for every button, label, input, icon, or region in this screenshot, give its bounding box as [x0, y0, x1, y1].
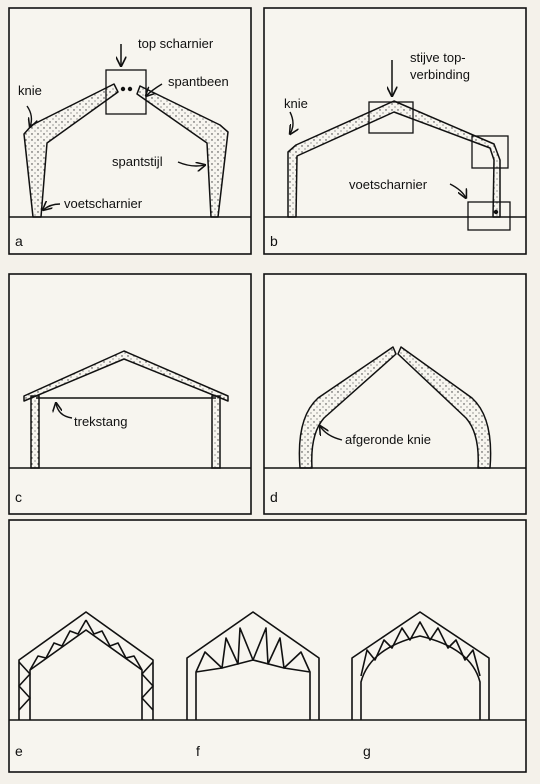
panel-a-arrow-voetscharnier: [43, 204, 61, 210]
truss-frame-e: [18, 611, 154, 720]
truss-frame-g: [351, 611, 490, 720]
panel-b-label-stijve-top-line2: verbinding: [410, 67, 470, 82]
truss-g-arch: [360, 635, 481, 720]
panel-b-foot-hinge: [493, 209, 499, 215]
panel-a-right-half-frame: [136, 85, 229, 218]
panel-c-left-column: [30, 395, 40, 469]
panel-b-rigid-frame: [287, 100, 501, 218]
panel-c-right-column: [211, 395, 221, 469]
panel-f-letter: f: [196, 743, 200, 759]
panel-a-arrow-spantstijl: [177, 161, 205, 166]
panel-d: afgeronde knie d: [263, 273, 527, 515]
panel-b-rigid-top-box: [368, 101, 414, 134]
truss-e-inner: [29, 629, 143, 720]
panel-d-border: [263, 273, 527, 515]
panel-a-label-spantstijl: spantstijl: [112, 154, 163, 169]
panel-b-label-stijve-top-line1: stijve top-: [410, 50, 466, 65]
panel-d-left-half-frame: [298, 346, 397, 469]
panel-efg-border: [8, 519, 527, 773]
panel-d-right-half-frame: [397, 346, 492, 469]
panel-a-label-knie: knie: [18, 83, 42, 98]
panel-a-arrow-knie: [26, 105, 31, 127]
truss-g-top-chord: [351, 611, 490, 720]
panel-c-arrow-trekstang: [56, 403, 73, 419]
panel-c-label-trekstang: trekstang: [74, 414, 127, 429]
panel-b-arrow-knie: [290, 111, 293, 134]
panel-b-label-knie: knie: [284, 96, 308, 111]
truss-e-diagonals: [18, 619, 154, 711]
truss-g-web: [360, 621, 481, 677]
panel-a-top-hinge-2: [127, 86, 133, 92]
panel-a-label-top-scharnier: top scharnier: [138, 36, 214, 51]
panel-b-knee-box: [471, 135, 509, 169]
panel-b-label-voetscharnier: voetscharnier: [349, 177, 428, 192]
panel-d-label-afgeronde-knie: afgeronde knie: [345, 432, 431, 447]
panel-b-border: [263, 7, 527, 255]
panel-a: top scharnier knie spantbeen spantstijl …: [8, 7, 252, 255]
panel-b-letter: b: [270, 233, 278, 249]
panel-a-top-hinge: [120, 86, 126, 92]
panel-b-arrow-voetscharnier: [449, 183, 466, 198]
panel-d-letter: d: [270, 489, 278, 505]
panel-c: trekstang c: [8, 273, 252, 515]
panel-a-arrow-spantbeen: [146, 83, 163, 96]
panel-d-arrow-afgeronde-knie: [320, 426, 343, 441]
truss-f-web: [195, 627, 311, 673]
panel-g-letter: g: [363, 743, 371, 759]
panel-efg: e f g: [8, 519, 527, 773]
panel-a-label-voetscharnier: voetscharnier: [64, 196, 143, 211]
panel-c-rafters: [23, 350, 229, 402]
panel-a-letter: a: [15, 233, 23, 249]
panel-a-label-spantbeen: spantbeen: [168, 74, 229, 89]
panel-b-foot-box: [467, 201, 511, 231]
truss-e-outer: [18, 611, 154, 720]
panel-c-letter: c: [15, 489, 22, 505]
panel-b: stijve top- verbinding knie voetscharnie…: [263, 7, 527, 255]
truss-frame-f: [186, 611, 320, 720]
panel-e-letter: e: [15, 743, 23, 759]
truss-f-top-chord: [186, 611, 320, 720]
